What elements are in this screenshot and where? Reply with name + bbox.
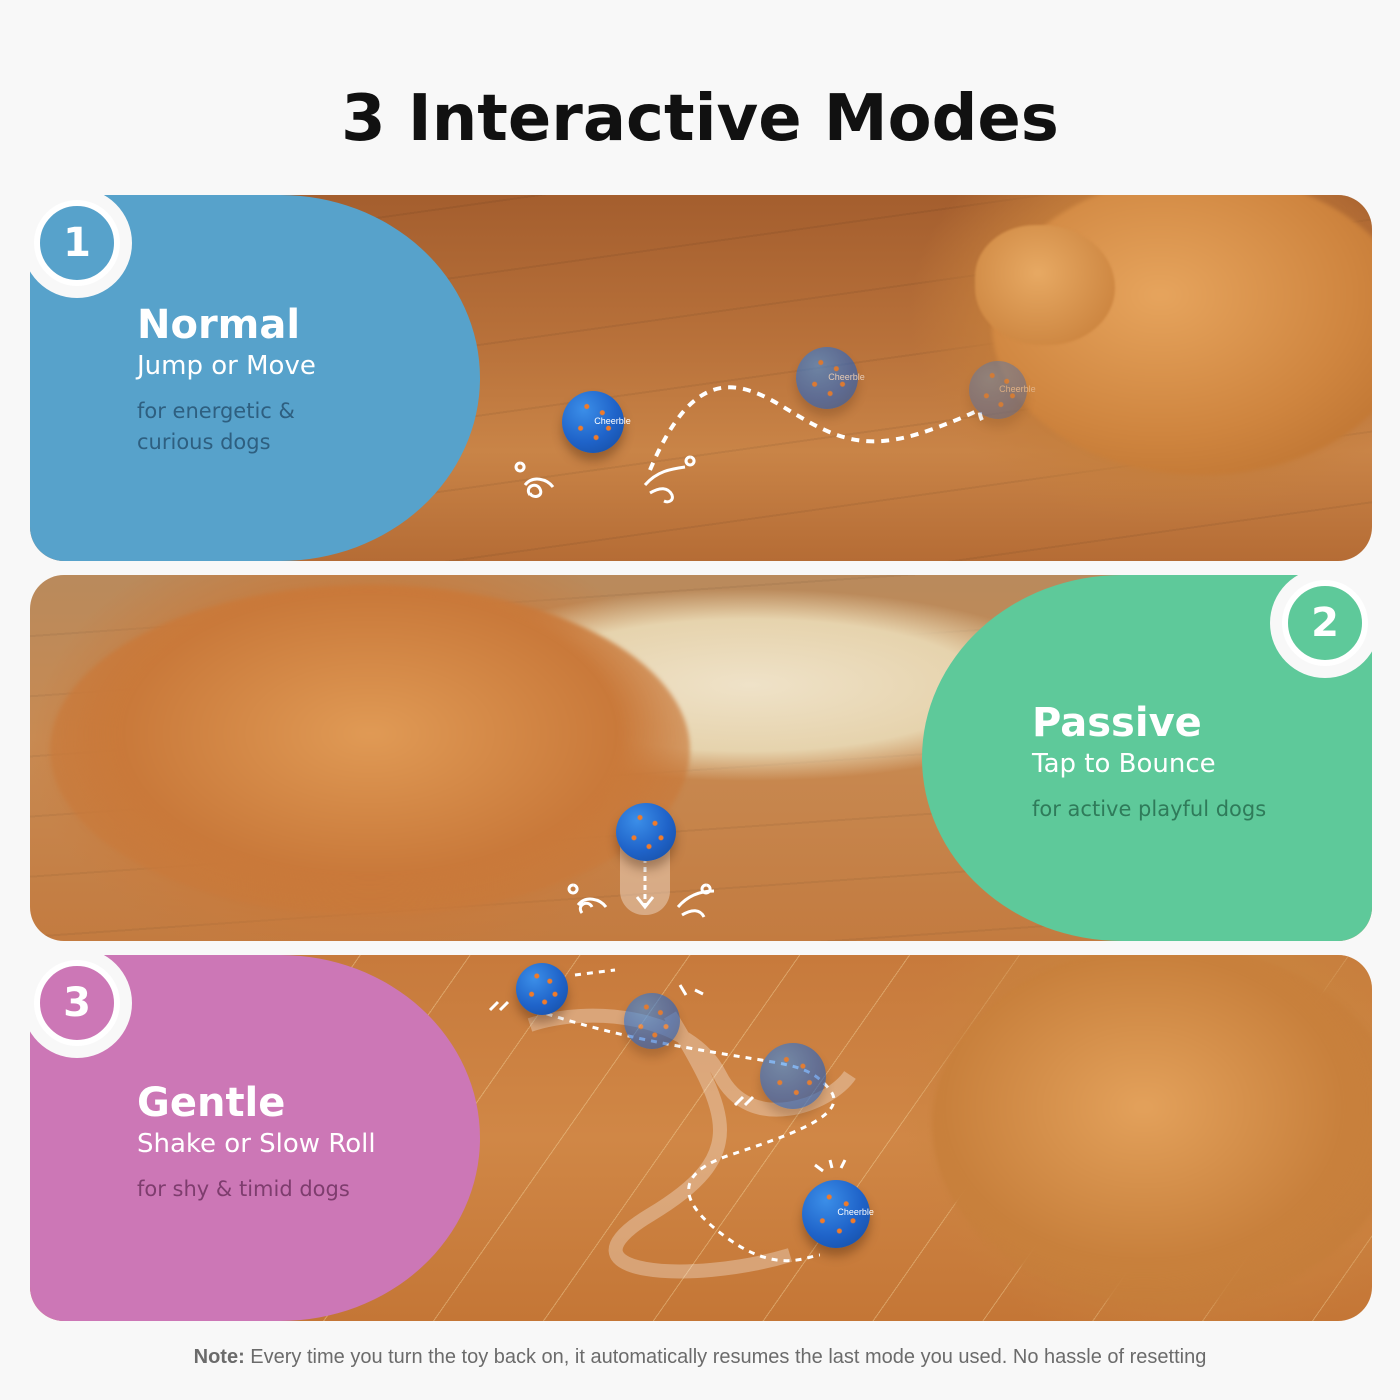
mode-description: for energetic & curious dogs <box>137 399 295 454</box>
golden-retriever-image <box>932 955 1372 1305</box>
mode-action: Tap to Bounce <box>1032 749 1216 779</box>
mode-text-normal: Normal Jump or Move for energetic & curi… <box>137 302 357 458</box>
note-text: Every time you turn the toy back on, it … <box>244 1346 1207 1368</box>
ball-toy-image: Cheerble <box>969 361 1036 419</box>
mode-text-passive: Passive Tap to Bounce for active playful… <box>1032 700 1266 825</box>
ball-toy-image <box>760 1043 826 1109</box>
jump-path-icon <box>514 385 987 504</box>
mode-action: Jump or Move <box>137 351 316 381</box>
mode-number-badge: 2 <box>1282 580 1368 666</box>
mode-text-gentle: Gentle Shake or Slow Roll for shy & timi… <box>137 1080 376 1205</box>
ball-toy-image: Cheerble <box>562 391 631 453</box>
ball-toy-image <box>616 803 676 861</box>
dog-head-image <box>975 225 1115 345</box>
mode-number-badge: 3 <box>34 960 120 1046</box>
mode-number-badge: 1 <box>34 200 120 286</box>
golden-retriever-image <box>50 585 690 915</box>
ball-toy-image: Cheerble <box>802 1180 874 1248</box>
roll-path-icon <box>488 968 856 1279</box>
ball-toy-image <box>516 963 568 1015</box>
note-label: Note: <box>193 1346 245 1368</box>
mode-description: for active playful dogs <box>1032 797 1267 821</box>
mode-name: Passive <box>1032 700 1202 746</box>
mode-name: Gentle <box>137 1080 286 1126</box>
mode-action: Shake or Slow Roll <box>137 1129 376 1159</box>
ball-toy-image <box>624 993 680 1049</box>
mode-name: Normal <box>137 302 301 348</box>
mode-description: for shy & timid dogs <box>137 1177 350 1201</box>
ball-toy-image: Cheerble <box>796 347 865 409</box>
mode-panel-normal: Cheerble Cheerble Cheerble <box>30 195 1372 561</box>
ball-brand-label: Cheerble <box>999 384 1036 395</box>
footer-note: Note: Every time you turn the toy back o… <box>0 1346 1400 1369</box>
ball-brand-label: Cheerble <box>594 415 631 426</box>
ball-brand-label: Cheerble <box>828 371 865 382</box>
ball-brand-label: Cheerble <box>837 1207 874 1218</box>
page-title: 3 Interactive Modes <box>341 82 1059 156</box>
